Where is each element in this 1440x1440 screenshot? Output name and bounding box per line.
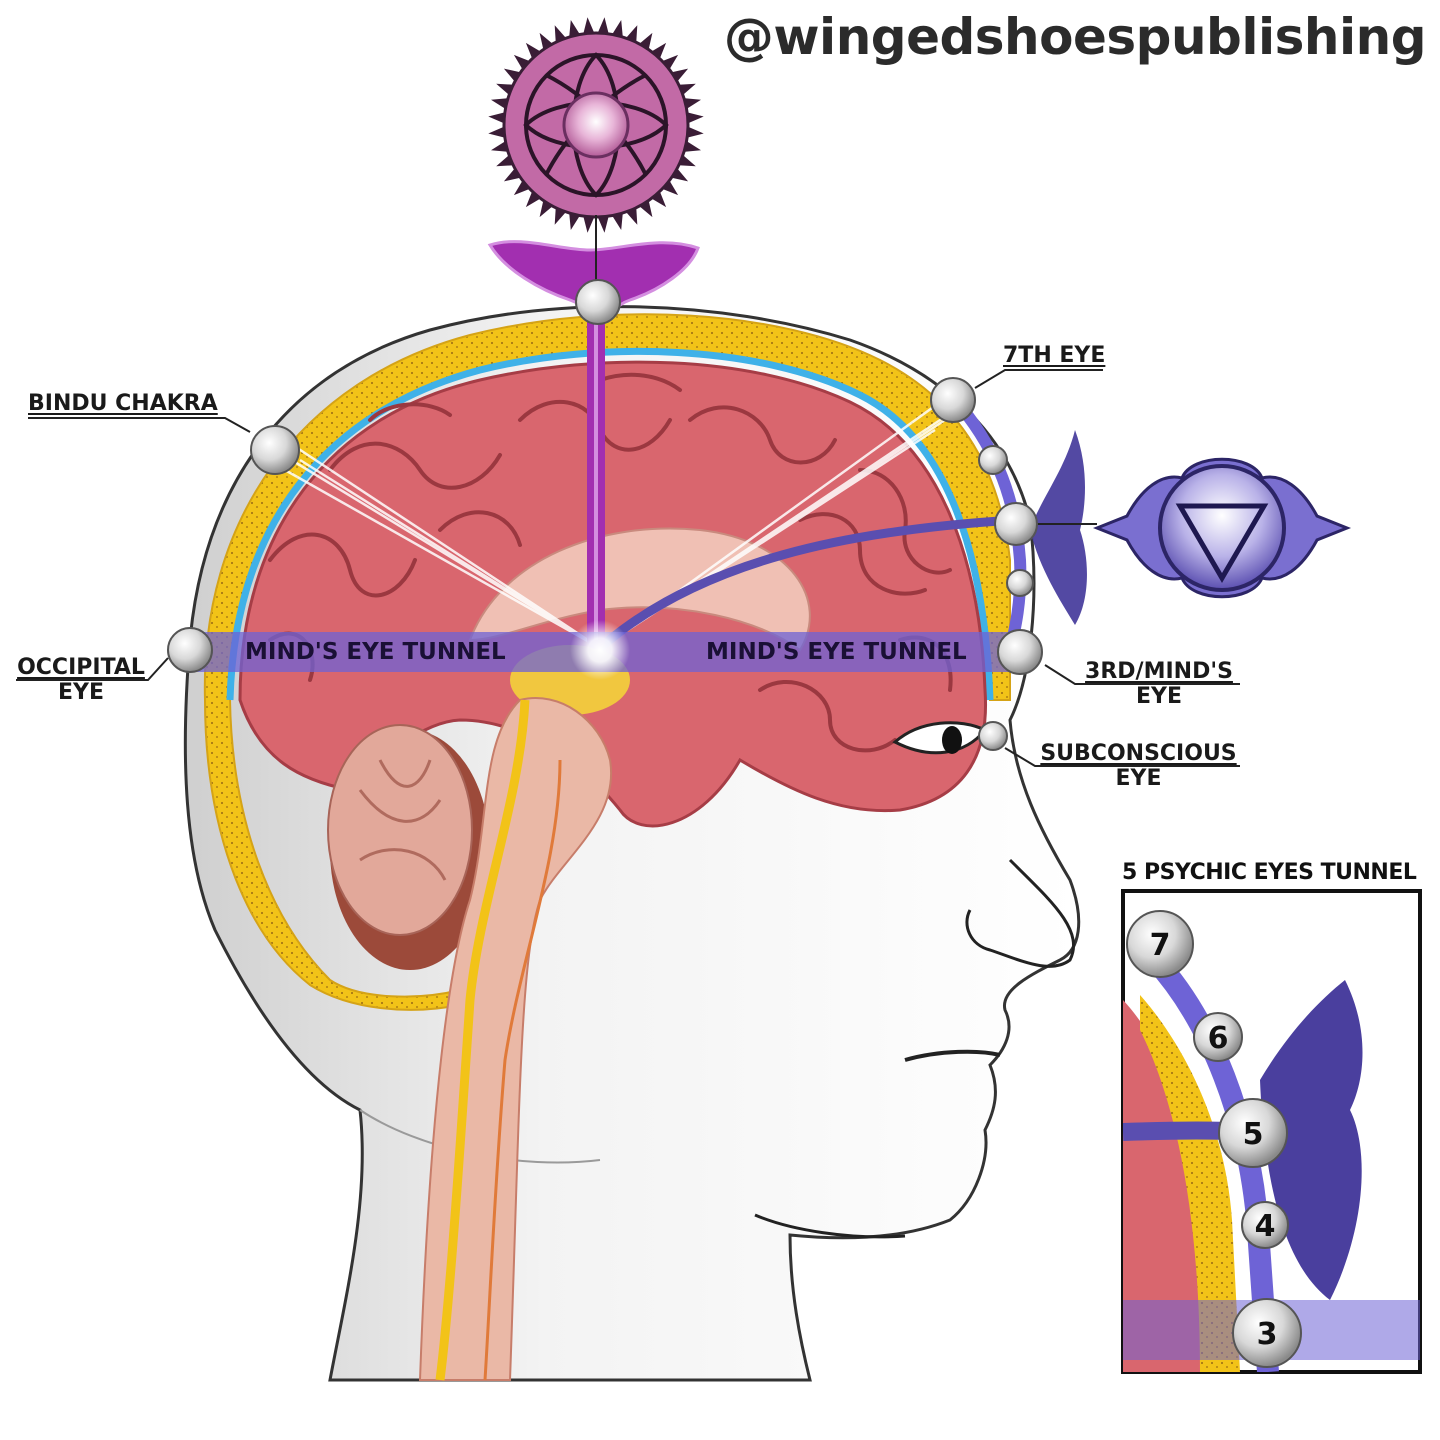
inset-pearl-6	[1193, 1012, 1243, 1062]
tunnel-label-left: MIND'S EYE TUNNEL	[245, 639, 506, 665]
mouth-line	[904, 1049, 1001, 1062]
label-seventh-eye: 7TH EYE	[1003, 343, 1106, 368]
sixth-eye-pearl	[978, 445, 1008, 475]
ajna-conduit	[597, 515, 1016, 652]
leader-lines	[16, 369, 1240, 767]
occipital-eye-pearl	[167, 627, 213, 673]
tunnel-label-right: MIND'S EYE TUNNEL	[706, 639, 967, 665]
label-bindu-chakra: BINDU CHAKRA	[28, 391, 218, 416]
nose-outline	[965, 858, 1076, 968]
ajna-chakra	[1092, 457, 1352, 599]
inset-number-4: 4	[1255, 1209, 1276, 1244]
label-subconscious-eye: SUBCONSCIOUS EYE	[1037, 741, 1240, 791]
inset-number-7: 7	[1150, 928, 1171, 963]
inset-pearl-4	[1241, 1201, 1289, 1249]
label-subconscious-eye-line2: EYE	[1115, 765, 1162, 791]
watermark-handle: @wingedshoespublishing	[723, 8, 1427, 66]
third-eye-pearl	[997, 629, 1043, 675]
inset-pearl-5	[1218, 1098, 1288, 1168]
spinal-nerve	[435, 699, 530, 1381]
inset-panel: 7 6 5 4 3	[1121, 889, 1422, 1374]
fourth-eye-pearl	[1006, 569, 1034, 597]
label-occipital-eye-line2: EYE	[58, 679, 104, 705]
label-occipital-eye-line1: OCCIPITAL	[17, 655, 145, 680]
eye-markers	[167, 279, 1043, 751]
label-subconscious-eye-line1: SUBCONSCIOUS	[1040, 741, 1237, 766]
label-third-eye-line1: 3RD/MIND'S	[1085, 659, 1233, 684]
inset-pearl-7	[1126, 910, 1194, 978]
label-third-eye-line2: EYE	[1136, 683, 1182, 709]
cerebellum	[327, 724, 490, 970]
csf-layer	[226, 347, 994, 701]
inset-number-5: 5	[1243, 1117, 1264, 1152]
label-third-eye: 3RD/MIND'S EYE	[1078, 659, 1240, 709]
ajna-flame	[1030, 430, 1087, 625]
jaw-line	[754, 1213, 906, 1239]
center-glow	[570, 620, 630, 680]
seventh-eye-pearl	[930, 377, 976, 423]
spinal-outline	[483, 759, 562, 1381]
label-occipital-eye: OCCIPITAL EYE	[16, 655, 146, 705]
crown-pearl	[575, 279, 621, 325]
inset-number-6: 6	[1208, 1021, 1229, 1056]
inset-title: 5 PSYCHIC EYES TUNNEL	[1122, 860, 1417, 885]
inset-pearl-3	[1232, 1298, 1302, 1368]
fifth-eye-pearl	[994, 502, 1038, 546]
inset-number-3: 3	[1257, 1317, 1278, 1352]
brainstem	[418, 697, 613, 1381]
bindu-chakra-pearl	[250, 425, 300, 475]
subconscious-eye-pearl	[978, 721, 1008, 751]
crown-chakra	[488, 17, 704, 233]
